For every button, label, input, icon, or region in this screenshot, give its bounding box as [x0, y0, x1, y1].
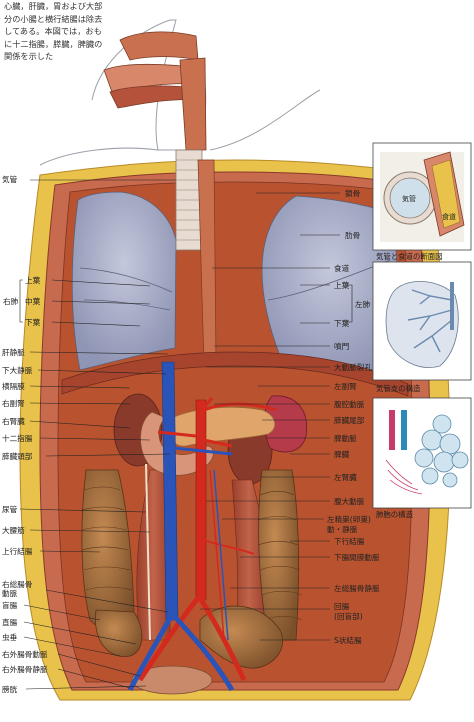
- label-celiac-artery: 腹腔動脈: [334, 400, 364, 409]
- label-cecum: 盲腸: [2, 601, 17, 610]
- label-left-lung: 左肺: [355, 300, 370, 309]
- label-psoas: 大腰筋: [2, 526, 25, 535]
- label-right-ext-iliac-vein: 右外腸骨静脈: [2, 665, 48, 674]
- label-right-lower-lobe: 下葉: [25, 318, 40, 327]
- label-ureter: 尿管: [2, 505, 17, 514]
- inset-caption-alveoli: 肺胞の構造: [376, 509, 413, 520]
- label-left-kidney: 左腎臓: [334, 473, 357, 482]
- inset-trachea-section: [373, 143, 471, 250]
- label-appendix: 虫垂: [2, 633, 17, 642]
- label-ivc: 下大静脈: [2, 366, 32, 375]
- label-aortic-hiatus: 大動脈裂孔: [334, 363, 372, 372]
- label-ascending-colon: 上行結腸: [2, 547, 32, 556]
- label-right-kidney: 右腎臓: [2, 417, 25, 426]
- label-left-lower-lobe: 下葉: [334, 319, 349, 328]
- shoulder-line-right: [210, 90, 320, 150]
- label-left-gonadal-2: 動・静脈: [327, 525, 357, 534]
- label-splenic-artery: 脾動脈: [334, 434, 357, 443]
- label-left-adrenal: 左副腎: [334, 382, 357, 391]
- label-diaphragm: 横隔膜: [2, 382, 25, 391]
- label-right-upper-lobe: 上葉: [25, 276, 40, 285]
- label-ileum-2: (回盲部): [334, 612, 363, 621]
- label-ima: 下腸間膜動脈: [334, 553, 380, 562]
- label-right-iliac-artery-2: 動脈: [2, 589, 17, 598]
- label-rectum: 直腸: [2, 618, 17, 627]
- label-spleen: 脾臓: [334, 450, 349, 459]
- label-hepatic-vein: 肝静脈: [2, 348, 25, 357]
- inset-bronchial-tree: [373, 262, 471, 380]
- inset-esophagus-text: 食道: [442, 212, 456, 222]
- label-trachea: 気管: [2, 175, 17, 184]
- label-esophagus: 食道: [334, 264, 349, 273]
- label-left-gonadal: 左精巣(卵巣): [327, 515, 371, 524]
- label-ileum: 回腸: [334, 602, 349, 611]
- right-lung: [72, 192, 176, 370]
- label-rib: 肋骨: [345, 231, 360, 240]
- label-bladder: 膀胱: [2, 685, 17, 694]
- label-pancreas-head: 膵臓頭部: [2, 452, 32, 461]
- inset-trachea-text: 気管: [402, 194, 416, 204]
- abdominal-aorta: [196, 400, 206, 600]
- label-pancreas-tail: 膵臓尾部: [334, 416, 364, 425]
- label-cardia: 噴門: [334, 342, 349, 351]
- label-duodenum: 十二指腸: [2, 434, 32, 443]
- label-descending-colon: 下行結腸: [334, 537, 364, 546]
- label-right-adrenal: 右副腎: [2, 399, 25, 408]
- shoulder-line-left: [40, 148, 158, 165]
- label-clavicle: 鎖骨: [345, 189, 360, 198]
- label-right-iliac-artery: 右総腸骨: [2, 580, 32, 589]
- label-left-upper-lobe: 上葉: [334, 281, 349, 290]
- head-section: [104, 32, 206, 150]
- label-right-middle-lobe: 中葉: [25, 297, 40, 306]
- inset-alveoli: [373, 398, 471, 508]
- right-lung-bracket: [20, 280, 23, 322]
- label-left-iliac-vein: 左総腸骨静脈: [334, 584, 380, 593]
- label-right-lung: 右肺: [3, 297, 18, 306]
- label-sigmoid: S状結腸: [334, 636, 362, 645]
- inset-caption-bronchial-tree: 気管支の構造: [376, 383, 420, 394]
- inset-caption-trachea-section: 気管と食道の断面図: [376, 251, 443, 262]
- label-right-ext-iliac-artery: 右外腸骨動脈: [2, 650, 48, 659]
- label-aorta: 腹大動脈: [334, 497, 364, 506]
